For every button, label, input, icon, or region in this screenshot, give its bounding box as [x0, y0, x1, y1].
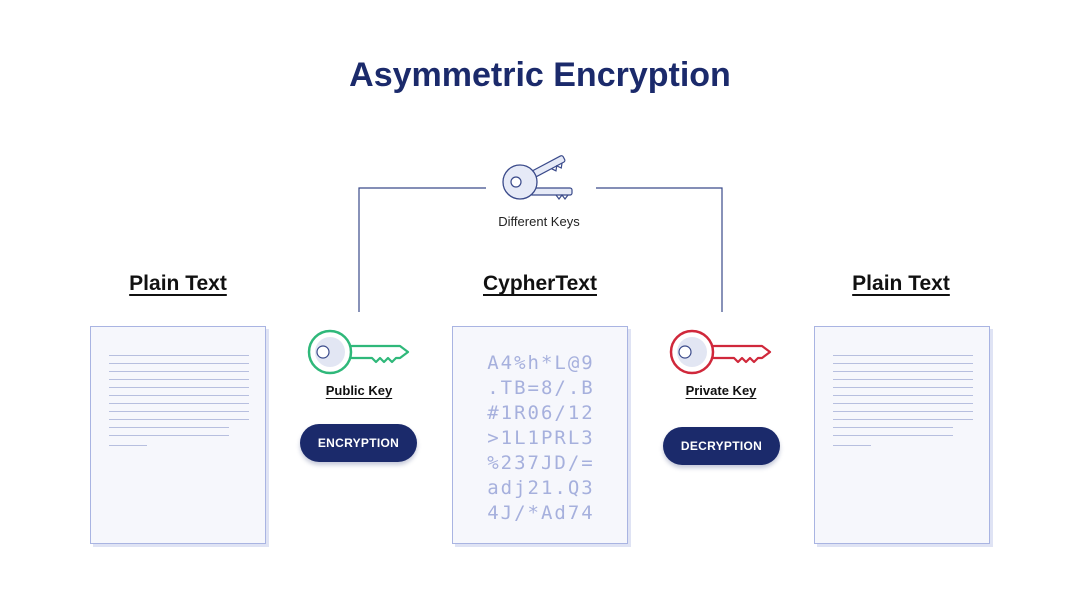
cipher-line-5: %237JD/=	[487, 452, 595, 474]
keys-icon	[502, 155, 573, 200]
cipher-line-3: #1R06/12	[487, 402, 595, 424]
encryption-button[interactable]: ENCRYPTION	[300, 424, 417, 462]
plain-text-heading-left: Plain Text	[129, 272, 227, 295]
private-key-icon	[669, 329, 772, 375]
cipher-line-4: >1L1PRL3	[487, 427, 595, 449]
public-key-icon	[307, 329, 410, 375]
different-keys-label: Different Keys	[498, 214, 580, 229]
cipher-line-1: A4%h*L@9	[487, 352, 595, 374]
cipher-line-6: adj21.Q3	[487, 477, 595, 499]
plain-text-heading-right: Plain Text	[852, 272, 950, 295]
public-key-label: Public Key	[325, 383, 393, 398]
cipher-line-7: 4J/*Ad74	[487, 502, 595, 524]
plain-text-document-left	[90, 326, 266, 544]
plain-text-document-right	[814, 326, 990, 544]
cipher-line-2: .TB=8/.B	[487, 377, 595, 399]
cypher-text-heading: CypherText	[483, 272, 597, 295]
decryption-button[interactable]: DECRYPTION	[663, 427, 780, 465]
diagram-title: Asymmetric Encryption	[349, 56, 731, 94]
connector-right	[596, 187, 723, 312]
connector-left	[358, 187, 486, 312]
private-key-label: Private Key	[685, 383, 757, 398]
cypher-text-document: A4%h*L@9 .TB=8/.B #1R06/12 >1L1PRL3 %237…	[452, 326, 628, 544]
